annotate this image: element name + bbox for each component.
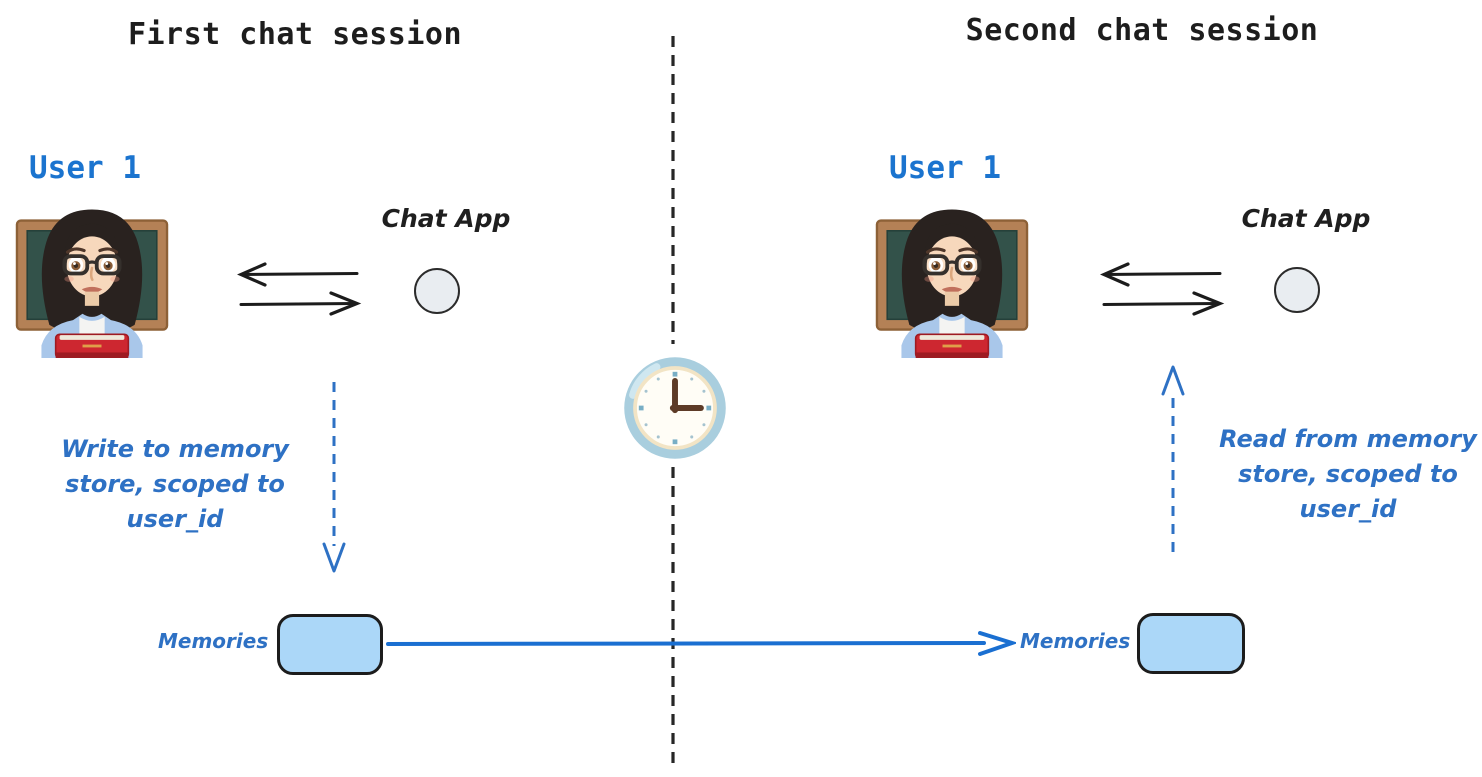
left-memories-box (277, 614, 383, 675)
session-divider-dashed-line (671, 36, 675, 763)
right-memories-label: Memories (1020, 629, 1131, 653)
clock-icon (624, 357, 726, 459)
right-memories-box (1137, 613, 1245, 674)
right-chat-app-node (1274, 267, 1320, 313)
left-memories-label: Memories (158, 629, 269, 653)
right-read-note-line3: user_id (1299, 495, 1397, 523)
left-write-note-line1: Write to memory (61, 435, 289, 463)
right-chat-app-label: Chat App (1241, 204, 1371, 233)
right-teacher-emoji-icon (875, 209, 1029, 358)
left-exchange-arrows-icon (237, 262, 362, 316)
left-write-note: Write to memory store, scoped to user_id (50, 432, 300, 537)
left-write-arrow-icon (322, 382, 346, 573)
right-read-note: Read from memory store, scoped to user_i… (1216, 422, 1480, 527)
left-user-label: User 1 (29, 150, 141, 186)
right-exchange-arrows-icon (1100, 262, 1225, 316)
right-user-label: User 1 (889, 150, 1001, 186)
first-session-title: First chat session (127, 17, 463, 52)
right-read-note-line2: store, scoped to (1238, 460, 1458, 488)
left-teacher-emoji-icon (15, 209, 169, 358)
left-chat-app-node (414, 268, 460, 314)
second-session-title: Second chat session (965, 13, 1319, 48)
left-write-note-line2: store, scoped to (65, 470, 285, 498)
memory-transfer-arrow-icon (386, 631, 1016, 656)
right-read-note-line1: Read from memory (1219, 425, 1477, 453)
left-write-note-line3: user_id (126, 505, 224, 533)
right-read-arrow-icon (1161, 365, 1185, 556)
left-chat-app-label: Chat App (381, 204, 511, 233)
